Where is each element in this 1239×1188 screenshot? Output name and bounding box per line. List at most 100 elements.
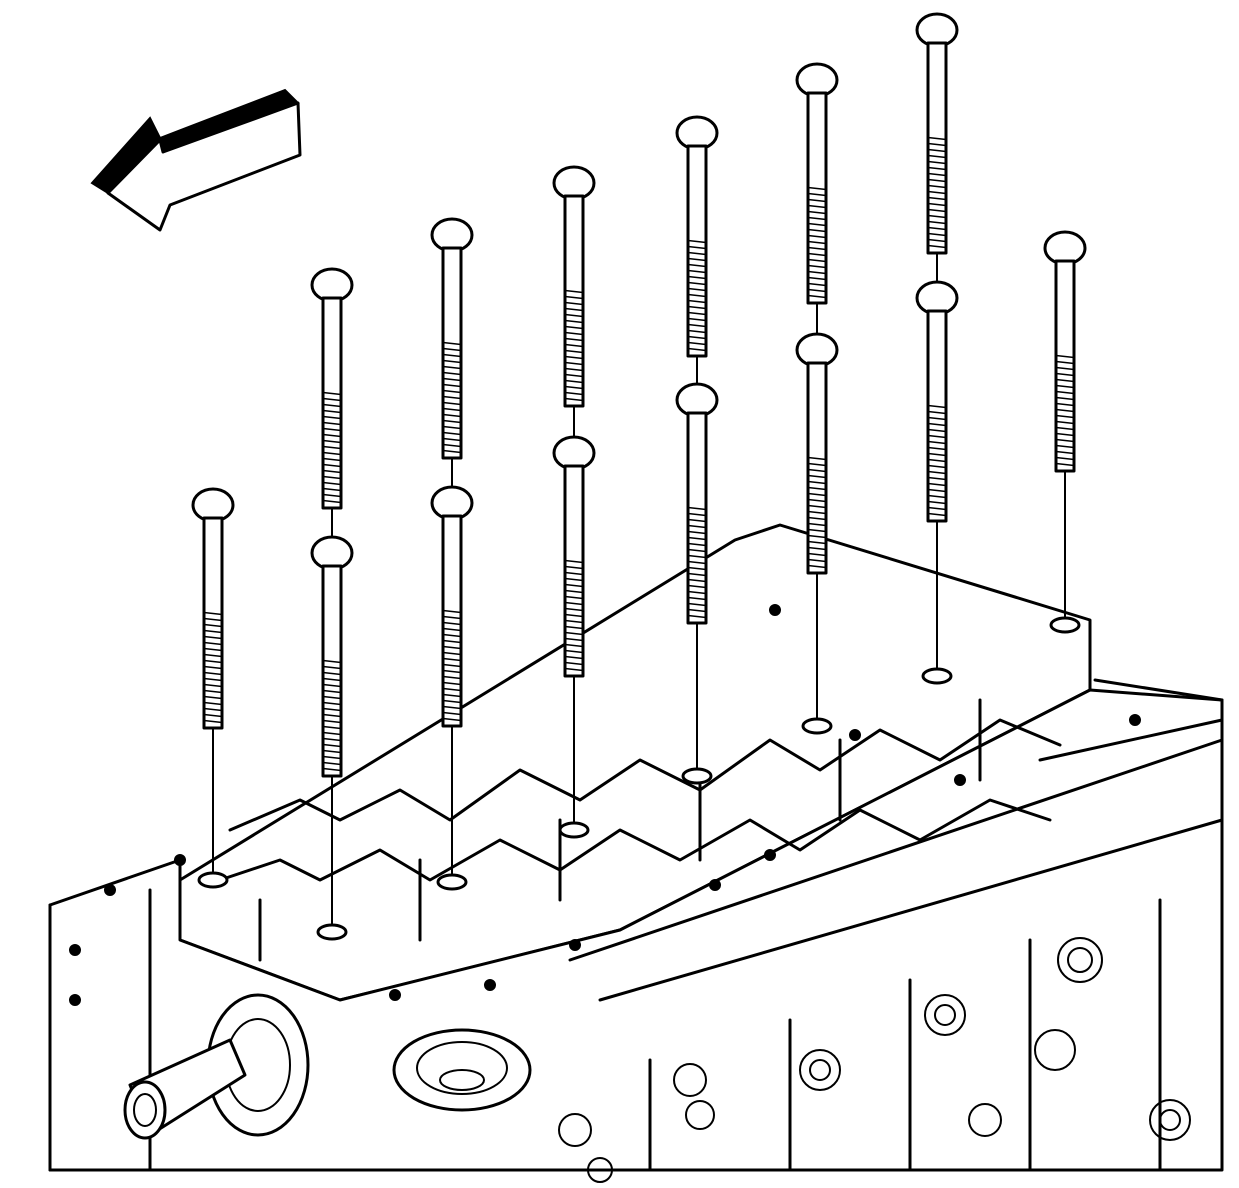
thread-mark bbox=[927, 464, 947, 469]
thread-mark bbox=[564, 319, 584, 324]
thread-mark bbox=[807, 192, 827, 197]
thread-mark bbox=[687, 323, 707, 328]
thread-mark bbox=[687, 590, 707, 595]
thread-mark bbox=[687, 506, 707, 511]
thread-mark bbox=[1055, 354, 1075, 359]
thread-mark bbox=[564, 385, 584, 390]
thread-mark bbox=[564, 583, 584, 588]
thread-mark bbox=[687, 560, 707, 565]
bolt bbox=[191, 487, 235, 889]
thread-mark bbox=[927, 214, 947, 219]
thread-mark bbox=[322, 415, 342, 420]
thread-mark bbox=[687, 584, 707, 589]
thread-mark bbox=[322, 487, 342, 492]
thread-mark bbox=[203, 611, 223, 616]
thread-mark bbox=[442, 389, 462, 394]
thread-mark bbox=[564, 379, 584, 384]
thread-mark bbox=[442, 425, 462, 430]
thread-mark bbox=[442, 717, 462, 722]
thread-mark bbox=[322, 475, 342, 480]
thread-mark bbox=[322, 391, 342, 396]
thread-mark bbox=[687, 245, 707, 250]
thread-mark bbox=[564, 301, 584, 306]
thread-mark bbox=[687, 281, 707, 286]
thread-mark bbox=[442, 431, 462, 436]
thread-mark bbox=[322, 755, 342, 760]
thread-mark bbox=[442, 407, 462, 412]
thread-mark bbox=[687, 257, 707, 262]
thread-mark bbox=[927, 452, 947, 457]
thread-mark bbox=[927, 238, 947, 243]
thread-mark bbox=[442, 383, 462, 388]
thread-mark bbox=[687, 293, 707, 298]
thread-mark bbox=[927, 404, 947, 409]
thread-mark bbox=[927, 226, 947, 231]
thread-mark bbox=[807, 258, 827, 263]
thread-mark bbox=[927, 190, 947, 195]
thread-mark bbox=[322, 427, 342, 432]
thread-mark bbox=[1055, 456, 1075, 461]
thread-mark bbox=[927, 184, 947, 189]
thread-mark bbox=[442, 401, 462, 406]
thread-mark bbox=[203, 683, 223, 688]
thread-mark bbox=[564, 313, 584, 318]
thread-mark bbox=[203, 695, 223, 700]
thread-mark bbox=[807, 510, 827, 515]
thread-mark bbox=[322, 403, 342, 408]
thread-mark bbox=[203, 677, 223, 682]
thread-mark bbox=[687, 269, 707, 274]
bolt bbox=[310, 535, 354, 941]
thread-mark bbox=[807, 222, 827, 227]
thread-mark bbox=[927, 172, 947, 177]
thread-mark bbox=[322, 683, 342, 688]
thread-mark bbox=[564, 337, 584, 342]
thread-mark bbox=[807, 540, 827, 545]
thread-mark bbox=[1055, 450, 1075, 455]
thread-mark bbox=[442, 663, 462, 668]
thread-mark bbox=[687, 578, 707, 583]
thread-mark bbox=[1055, 420, 1075, 425]
thread-mark bbox=[927, 476, 947, 481]
bolt-threads bbox=[203, 136, 1075, 772]
thread-mark bbox=[564, 355, 584, 360]
thread-mark bbox=[564, 343, 584, 348]
thread-mark bbox=[322, 719, 342, 724]
thread-mark bbox=[927, 428, 947, 433]
thread-mark bbox=[807, 270, 827, 275]
thread-mark bbox=[203, 719, 223, 724]
thread-mark bbox=[927, 154, 947, 159]
thread-mark bbox=[927, 422, 947, 427]
thread-mark bbox=[1055, 432, 1075, 437]
thread-mark bbox=[927, 244, 947, 249]
thread-mark bbox=[927, 148, 947, 153]
thread-mark bbox=[807, 294, 827, 299]
thread-mark bbox=[442, 633, 462, 638]
thread-mark bbox=[564, 667, 584, 672]
thread-mark bbox=[927, 488, 947, 493]
thread-mark bbox=[807, 486, 827, 491]
thread-mark bbox=[807, 210, 827, 215]
thread-mark bbox=[564, 571, 584, 576]
thread-mark bbox=[807, 564, 827, 569]
thread-mark bbox=[442, 693, 462, 698]
thread-mark bbox=[807, 480, 827, 485]
thread-mark bbox=[927, 512, 947, 517]
thread-mark bbox=[442, 353, 462, 358]
thread-mark bbox=[442, 443, 462, 448]
thread-mark bbox=[807, 186, 827, 191]
thread-mark bbox=[687, 524, 707, 529]
thread-mark bbox=[442, 615, 462, 620]
thread-mark bbox=[203, 623, 223, 628]
thread-mark bbox=[322, 493, 342, 498]
thread-mark bbox=[807, 522, 827, 527]
bolt bbox=[552, 435, 596, 839]
thread-mark bbox=[203, 671, 223, 676]
thread-mark bbox=[564, 613, 584, 618]
thread-mark bbox=[1055, 402, 1075, 407]
thread-mark bbox=[322, 439, 342, 444]
thread-mark bbox=[322, 737, 342, 742]
thread-mark bbox=[1055, 372, 1075, 377]
thread-mark bbox=[807, 534, 827, 539]
thread-mark bbox=[564, 661, 584, 666]
bolt bbox=[1043, 230, 1087, 634]
